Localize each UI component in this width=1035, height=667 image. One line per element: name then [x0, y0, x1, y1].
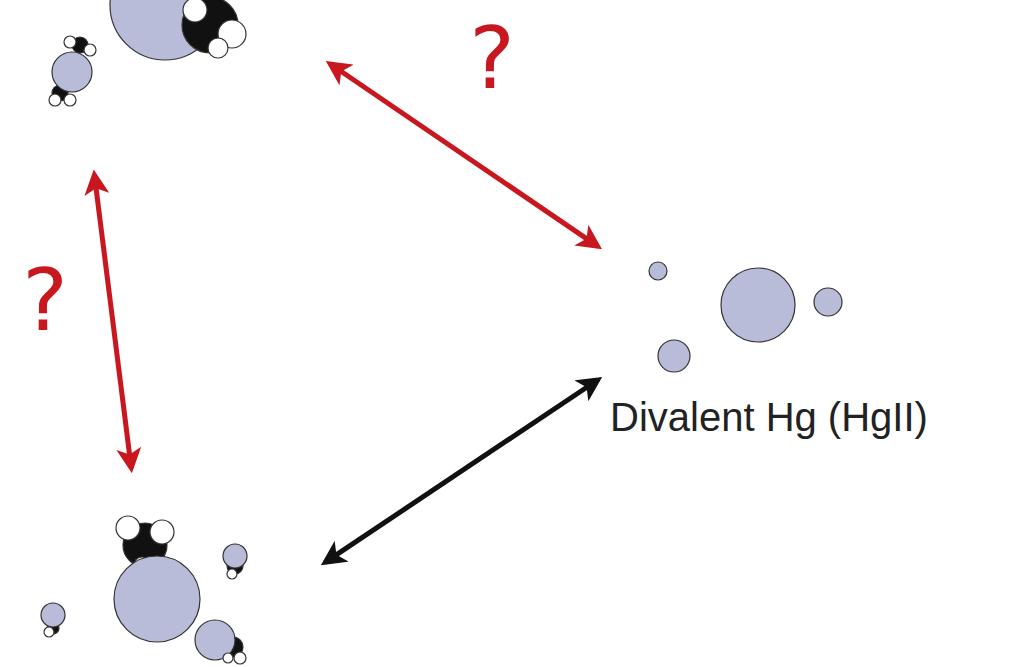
molecule-cluster	[30, 470, 320, 667]
molecule-cluster	[40, 0, 290, 110]
molecule-cluster: Divalent Hg (HgII)	[605, 250, 1030, 465]
double-arrow	[330, 64, 598, 247]
question-mark: ?	[469, 15, 515, 101]
double-arrow	[94, 175, 131, 469]
question-mark: ?	[22, 257, 68, 343]
molecule-illustration	[30, 470, 320, 667]
double-arrow	[325, 380, 598, 563]
species-label: Divalent Hg (HgII)	[610, 395, 928, 440]
molecule-illustration	[40, 0, 290, 110]
